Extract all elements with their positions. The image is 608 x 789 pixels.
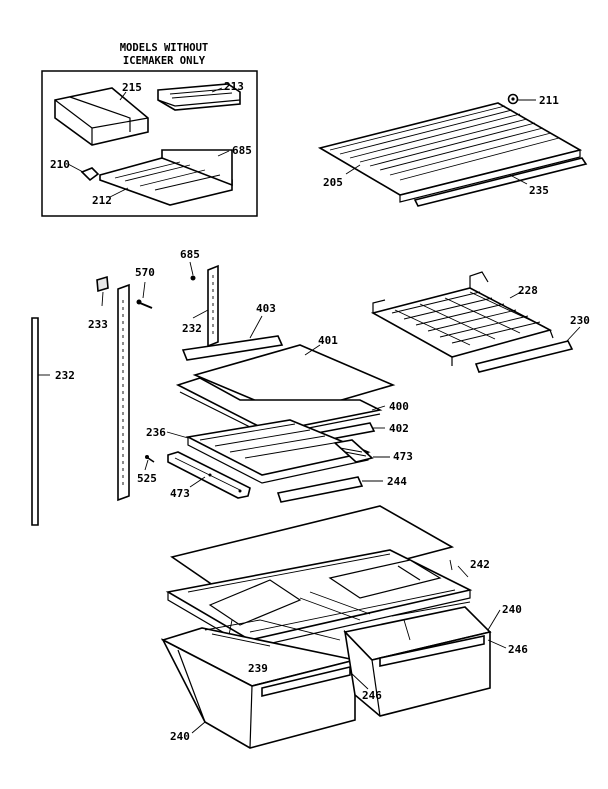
leader-213 bbox=[211, 87, 223, 93]
callout-228: 228 bbox=[518, 284, 538, 297]
leader-233 bbox=[101, 291, 104, 307]
callout-246a: 246 bbox=[508, 643, 528, 656]
part-240-right-drawer bbox=[343, 601, 492, 717]
part-211-cap bbox=[507, 93, 519, 105]
leader-240a bbox=[487, 609, 501, 631]
part-233-clip bbox=[96, 275, 109, 293]
inset-models-without-icemaker: MODELS WITHOUT ICEMAKER ONLY bbox=[41, 42, 258, 217]
part-235-trim bbox=[413, 157, 588, 207]
leader-473b bbox=[189, 476, 206, 488]
leader-246a bbox=[487, 639, 507, 649]
callout-240a: 240 bbox=[502, 603, 522, 616]
part-212-685-shelf bbox=[99, 149, 233, 206]
callout-685a: 685 bbox=[232, 144, 252, 157]
callout-205: 205 bbox=[323, 176, 343, 189]
callout-240b: 240 bbox=[170, 730, 190, 743]
part-210-clip bbox=[80, 167, 100, 182]
part-473-rail-left bbox=[167, 451, 251, 499]
callout-236: 236 bbox=[146, 426, 166, 439]
part-570-screw bbox=[136, 299, 153, 309]
leader-401 bbox=[304, 344, 321, 356]
leader-570 bbox=[142, 281, 146, 299]
callout-473a: 473 bbox=[393, 450, 413, 463]
leader-212 bbox=[109, 187, 129, 198]
leader-230 bbox=[565, 326, 581, 343]
callout-525: 525 bbox=[137, 472, 157, 485]
leader-228 bbox=[509, 291, 522, 299]
part-232-long-rail bbox=[31, 317, 39, 526]
callout-230: 230 bbox=[570, 314, 590, 327]
callout-232b: 232 bbox=[55, 369, 75, 382]
callout-232a: 232 bbox=[182, 322, 202, 335]
callout-685b: 685 bbox=[180, 248, 200, 261]
callout-211: 211 bbox=[539, 94, 559, 107]
part-215-bin bbox=[54, 87, 149, 146]
part-230-trim bbox=[474, 340, 574, 373]
inset-title-line1: MODELS WITHOUT bbox=[120, 42, 209, 54]
callout-402: 402 bbox=[389, 422, 409, 435]
part-205-wire-shelf bbox=[317, 102, 583, 203]
callout-239: 239 bbox=[248, 662, 268, 675]
leader-400 bbox=[371, 405, 386, 411]
part-525-screw bbox=[145, 455, 155, 463]
leader-685a bbox=[217, 150, 230, 157]
leader-210 bbox=[67, 163, 84, 173]
callout-570: 570 bbox=[135, 266, 155, 279]
leader-246b bbox=[349, 671, 369, 690]
leader-240b bbox=[191, 721, 206, 734]
leader-242 bbox=[449, 559, 469, 578]
leader-403 bbox=[249, 315, 263, 339]
callout-235: 235 bbox=[529, 184, 549, 197]
callout-212: 212 bbox=[92, 194, 112, 207]
callout-244: 244 bbox=[387, 475, 407, 488]
callout-242: 242 bbox=[470, 558, 490, 571]
callout-213: 213 bbox=[224, 80, 244, 93]
part-685-screw bbox=[190, 275, 196, 281]
callout-210: 210 bbox=[50, 158, 70, 171]
callout-400: 400 bbox=[389, 400, 409, 413]
part-232-short-rail bbox=[207, 264, 219, 348]
leader-525 bbox=[144, 459, 149, 471]
part-403-trim bbox=[181, 335, 284, 361]
part-240-left-drawer bbox=[160, 619, 356, 749]
leader-236 bbox=[166, 431, 189, 439]
inset-title-line2: ICEMAKER ONLY bbox=[123, 55, 206, 67]
leader-235 bbox=[509, 174, 528, 185]
callout-473b: 473 bbox=[170, 487, 190, 500]
callout-215: 215 bbox=[122, 81, 142, 94]
part-228-shelf bbox=[370, 271, 554, 366]
callout-labels: 215 213 210 685 212 211 205 235 685 570 … bbox=[50, 80, 590, 743]
callout-246b: 246 bbox=[362, 689, 382, 702]
part-473-rail-right bbox=[333, 439, 374, 463]
callout-401: 401 bbox=[318, 334, 338, 347]
callout-233: 233 bbox=[88, 318, 108, 331]
part-244-trim bbox=[276, 476, 364, 503]
callout-403: 403 bbox=[256, 302, 276, 315]
leader-215 bbox=[119, 91, 127, 101]
part-213-tray bbox=[157, 83, 241, 111]
part-233-rail bbox=[117, 283, 130, 502]
leader-205 bbox=[345, 164, 361, 175]
leader-232a bbox=[192, 309, 209, 319]
part-236-shelf bbox=[185, 419, 371, 484]
leader-685b bbox=[189, 261, 194, 276]
